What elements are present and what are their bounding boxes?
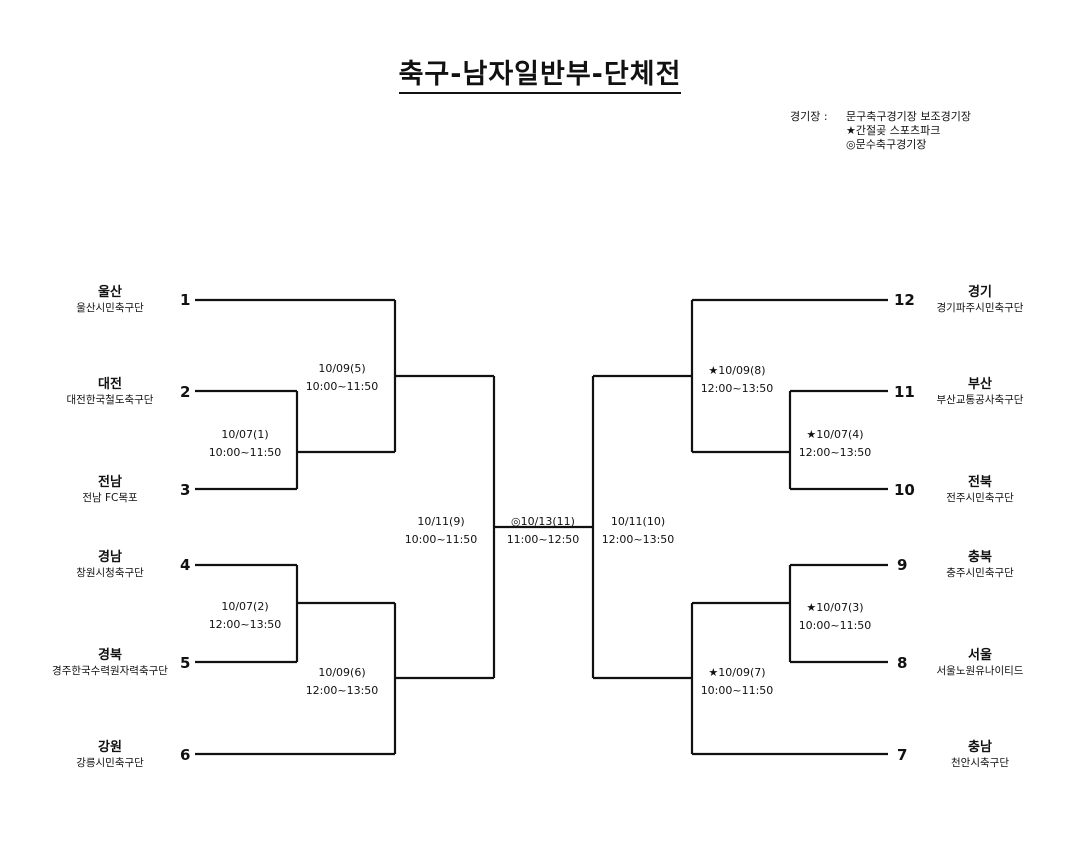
match-date: 10/11(10)	[610, 515, 666, 528]
team-seed: 8	[897, 654, 908, 672]
team-region: 대전	[98, 377, 122, 392]
match-label: 10/09(6) 12:00~13:50	[287, 664, 397, 700]
team-entry: 대전 대전한국철도축구단	[35, 377, 185, 407]
team-region: 전북	[968, 475, 992, 490]
team-region: 충북	[968, 550, 992, 565]
team-club: 경주한국수력원자력축구단	[52, 665, 168, 677]
team-region: 충남	[968, 740, 992, 755]
venue-line: ◎문수축구경기장	[846, 138, 927, 151]
match-date: ★10/09(7)	[708, 666, 766, 679]
team-entry: 강원 강릉시민축구단	[35, 740, 185, 770]
venue-legend: 경기장 : 문구축구경기장 보조경기장 ★간절곶 스포츠파크 ◎문수축구경기장	[790, 110, 971, 152]
match-date: 10/09(6)	[318, 666, 366, 679]
match-date: 10/09(5)	[318, 362, 366, 375]
match-time: 10:00~11:50	[208, 446, 282, 459]
team-region: 강원	[98, 740, 122, 755]
team-seed: 10	[894, 481, 915, 499]
team-region: 경기	[968, 285, 992, 300]
team-region: 경남	[98, 550, 122, 565]
match-label: 10/07(2) 12:00~13:50	[190, 598, 300, 634]
match-date: ◎10/13(11)	[511, 515, 575, 528]
match-label: 10/09(5) 10:00~11:50	[287, 360, 397, 396]
venue-line: ★간절곶 스포츠파크	[846, 124, 941, 137]
match-label: 10/11(9) 10:00~11:50	[386, 513, 496, 549]
team-club: 전주시민축구단	[946, 492, 1014, 504]
team-seed: 4	[180, 556, 191, 574]
match-time: 12:00~13:50	[305, 684, 379, 697]
venue-label: 경기장 :	[790, 110, 828, 123]
match-label: ◎10/13(11) 11:00~12:50	[488, 513, 598, 549]
venue-line: 문구축구경기장 보조경기장	[846, 110, 971, 123]
team-region: 서울	[968, 648, 992, 663]
team-seed: 9	[897, 556, 908, 574]
match-time: 12:00~13:50	[208, 618, 282, 631]
team-club: 부산교통공사축구단	[936, 394, 1024, 406]
team-seed: 5	[180, 654, 191, 672]
team-club: 서울노원유나이티드	[936, 665, 1024, 677]
match-time: 11:00~12:50	[506, 533, 580, 546]
team-region: 경북	[98, 648, 122, 663]
match-time: 10:00~11:50	[305, 380, 379, 393]
match-time: 10:00~11:50	[404, 533, 478, 546]
match-label: ★10/09(7) 10:00~11:50	[682, 664, 792, 700]
team-seed: 3	[180, 481, 191, 499]
team-club: 창원시청축구단	[76, 567, 144, 579]
team-club: 충주시민축구단	[946, 567, 1014, 579]
match-label: 10/07(1) 10:00~11:50	[190, 426, 300, 462]
team-entry: 부산 부산교통공사축구단	[905, 377, 1055, 407]
match-date: ★10/07(3)	[806, 601, 864, 614]
team-seed: 2	[180, 383, 191, 401]
team-seed: 7	[897, 746, 908, 764]
team-entry: 서울 서울노원유나이티드	[905, 648, 1055, 678]
team-club: 전남 FC목포	[82, 492, 138, 504]
team-entry: 전북 전주시민축구단	[905, 475, 1055, 505]
match-label: ★10/09(8) 12:00~13:50	[682, 362, 792, 398]
team-seed: 12	[894, 291, 915, 309]
team-entry: 울산 울산시민축구단	[35, 285, 185, 315]
team-seed: 6	[180, 746, 191, 764]
match-date: 10/07(1)	[221, 428, 269, 441]
team-region: 부산	[968, 377, 992, 392]
match-date: 10/07(2)	[221, 600, 269, 613]
team-club: 천안시축구단	[951, 757, 1009, 769]
team-club: 경기파주시민축구단	[936, 302, 1024, 314]
page-title: 축구-남자일반부-단체전	[0, 52, 1080, 94]
team-seed: 1	[180, 291, 191, 309]
match-time: 10:00~11:50	[798, 619, 872, 632]
team-entry: 전남 전남 FC목포	[35, 475, 185, 505]
match-date: 10/11(9)	[417, 515, 465, 528]
match-date: ★10/09(8)	[708, 364, 766, 377]
match-label: ★10/07(3) 10:00~11:50	[780, 599, 890, 635]
team-club: 대전한국철도축구단	[66, 394, 154, 406]
match-label: ★10/07(4) 12:00~13:50	[780, 426, 890, 462]
match-time: 12:00~13:50	[601, 533, 675, 546]
team-entry: 경북 경주한국수력원자력축구단	[35, 648, 185, 678]
match-time: 12:00~13:50	[798, 446, 872, 459]
team-region: 울산	[98, 285, 122, 300]
team-entry: 경기 경기파주시민축구단	[905, 285, 1055, 315]
match-label: 10/11(10) 12:00~13:50	[583, 513, 693, 549]
team-club: 울산시민축구단	[76, 302, 144, 314]
match-date: ★10/07(4)	[806, 428, 864, 441]
team-club: 강릉시민축구단	[76, 757, 144, 769]
match-time: 10:00~11:50	[700, 684, 774, 697]
team-entry: 충남 천안시축구단	[905, 740, 1055, 770]
team-entry: 경남 창원시청축구단	[35, 550, 185, 580]
team-entry: 충북 충주시민축구단	[905, 550, 1055, 580]
team-region: 전남	[98, 475, 122, 490]
match-time: 12:00~13:50	[700, 382, 774, 395]
team-seed: 11	[894, 383, 915, 401]
